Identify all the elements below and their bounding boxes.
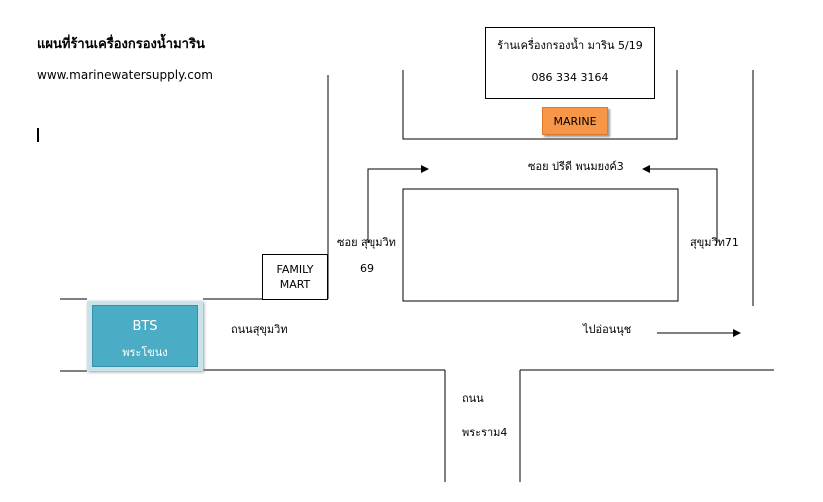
shop-name: ร้านเครื่องกรองน้ำ มาริน 5/19 <box>497 39 643 52</box>
bts-station-name: พระโขนง <box>122 346 168 359</box>
route-arrow-left <box>367 165 429 243</box>
family-mart-label-line2: MART <box>279 278 311 291</box>
marine-marker: MARINE <box>542 107 608 135</box>
text-cursor <box>37 128 39 142</box>
bts-station: BTS พระโขนง <box>87 301 203 371</box>
website-url[interactable]: www.marinewatersupply.com <box>37 68 213 82</box>
soi-preedee-label: ซอย ปรีดี พนมยงค์3 <box>528 160 624 173</box>
family-mart-label-line1: FAMILY <box>276 262 314 276</box>
city-block <box>402 188 679 302</box>
sukhumvit-road-label: ถนนสุขุมวิท <box>231 323 288 336</box>
shop-block <box>402 70 678 140</box>
bts-station-box: BTS พระโขนง <box>92 305 198 367</box>
shop-info-box: ร้านเครื่องกรองน้ำ มาริน 5/19 086 334 31… <box>485 27 655 99</box>
soi-number-label: 69 <box>360 262 374 275</box>
bts-label: BTS <box>132 319 158 334</box>
route-arrow-right <box>642 165 718 243</box>
thanon-label: ถนน <box>462 392 484 405</box>
sukhumvit71-label: สุขุมวิท71 <box>690 236 739 249</box>
rama4-label: พระราม4 <box>462 426 508 439</box>
map-title: แผนที่ร้านเครื่องกรองน้ำมาริน <box>37 37 205 52</box>
family-mart-landmark: FAMILY MART <box>262 254 328 300</box>
shop-phone: 086 334 3164 <box>531 71 609 84</box>
soi-sukhumvit-label: ซอย สุขุมวิท <box>337 236 396 249</box>
to-onnut-label: ไปอ่อนนุช <box>583 323 632 336</box>
